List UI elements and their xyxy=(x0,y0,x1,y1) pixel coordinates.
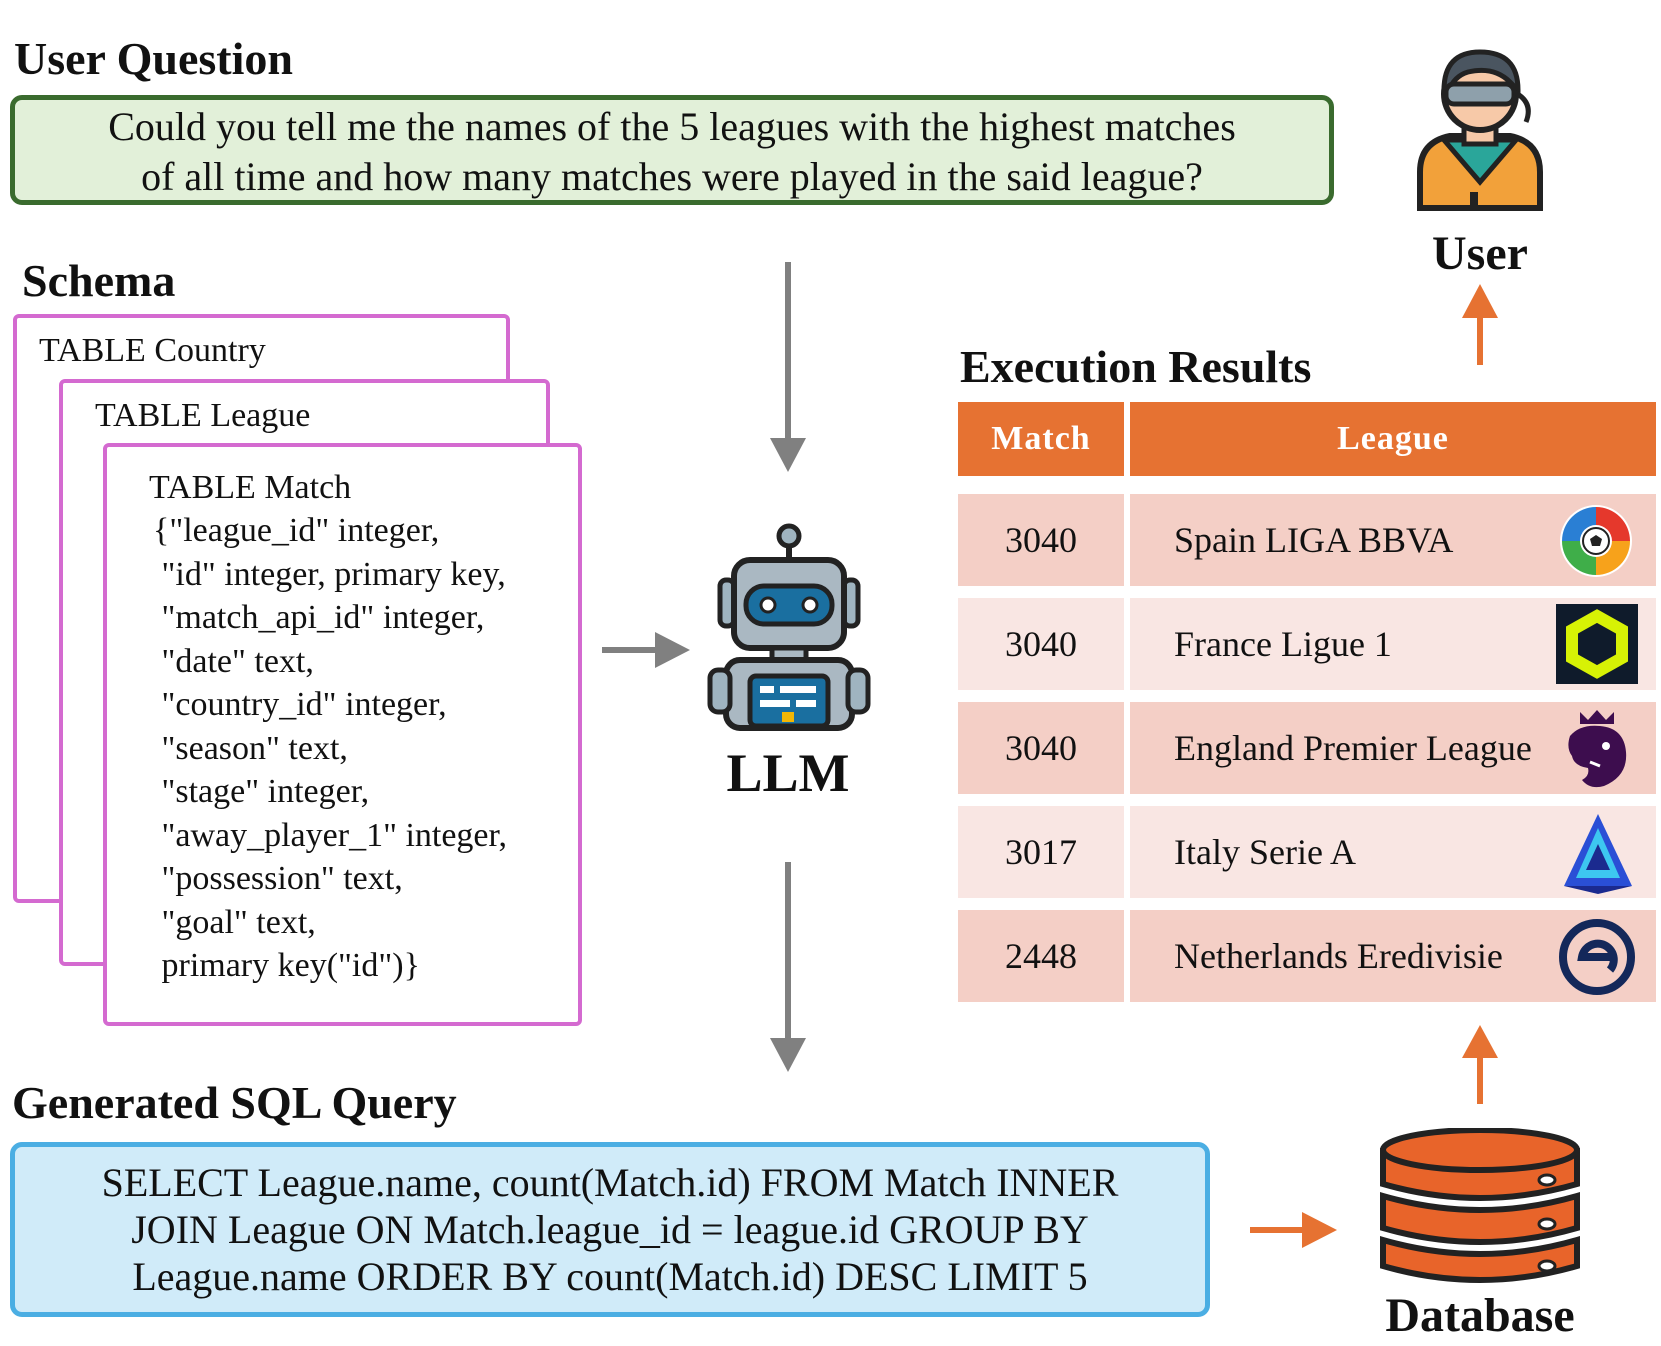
schema-line: {"league_id" integer, xyxy=(153,512,440,549)
cell-league: Netherlands Eredivisie xyxy=(1174,936,1503,976)
table-row: France Ligue 1 xyxy=(1130,598,1656,690)
eredivisie-logo-icon xyxy=(1559,919,1635,995)
generated-sql-box: SELECT League.name, count(Match.id) FROM… xyxy=(10,1142,1210,1317)
llm-label: LLM xyxy=(726,743,850,803)
schema-match-columns: {"league_id" integer, "id" integer, prim… xyxy=(153,509,507,988)
schema-line: "away_player_1" integer, xyxy=(153,816,507,854)
arrow-schema-to-llm xyxy=(602,632,690,668)
user-label: User xyxy=(1432,227,1528,280)
schema-table-match-title: TABLE Match xyxy=(149,469,352,506)
database-label: Database xyxy=(1385,1289,1575,1342)
table-row: England Premier League xyxy=(1130,702,1656,794)
cell-match: 3040 xyxy=(958,494,1124,586)
arrow-database-to-results xyxy=(1462,1025,1498,1104)
arrow-results-to-user xyxy=(1462,284,1498,365)
question-line-1: Could you tell me the names of the 5 lea… xyxy=(108,104,1236,149)
schema-line: "country_id" integer, xyxy=(153,686,447,723)
schema-line: "season" text, xyxy=(153,729,348,767)
cell-league: England Premier League xyxy=(1174,728,1532,768)
user-question-box: Could you tell me the names of the 5 lea… xyxy=(10,95,1334,205)
generated-sql-heading: Generated SQL Query xyxy=(12,1077,457,1128)
schema-line: "possession" text, xyxy=(153,860,403,897)
schema-line: "id" integer, primary key, xyxy=(153,555,506,593)
cell-league: Italy Serie A xyxy=(1174,832,1356,872)
schema-line: "stage" integer, xyxy=(153,773,370,810)
user-question-heading: User Question xyxy=(14,33,293,84)
question-line-2: of all time and how many matches were pl… xyxy=(141,154,1203,199)
cell-match: 3040 xyxy=(958,702,1124,794)
user-icon xyxy=(1417,49,1543,211)
schema-line: "match_api_id" integer, xyxy=(153,599,485,636)
schema-line: "goal" text, xyxy=(153,903,316,941)
column-header-match: Match xyxy=(958,402,1124,476)
serie-a-logo-icon xyxy=(1564,814,1632,894)
table-row: Netherlands Eredivisie xyxy=(1130,910,1656,1002)
arrow-question-to-llm xyxy=(770,262,806,472)
schema-heading: Schema xyxy=(22,255,176,306)
premier-league-logo-icon xyxy=(1568,710,1627,788)
sql-line-3: League.name ORDER BY count(Match.id) DES… xyxy=(132,1254,1088,1299)
cell-match: 3017 xyxy=(958,806,1124,898)
schema-table-league-title: TABLE League xyxy=(95,397,311,434)
laliga-logo-icon xyxy=(1560,505,1632,577)
cell-match: 2448 xyxy=(958,910,1124,1002)
schema-line: primary key("id")} xyxy=(153,947,420,984)
schema-table-country-title: TABLE Country xyxy=(39,332,266,369)
table-row: Spain LIGA BBVA xyxy=(1130,494,1656,586)
results-table: Match League 3040 Spain LIGA BBVA 3040 F… xyxy=(958,402,1656,1002)
database-icon xyxy=(1380,1128,1580,1283)
schema-card-match: TABLE Match {"league_id" integer, "id" i… xyxy=(103,443,582,1026)
execution-results-heading: Execution Results xyxy=(960,341,1312,392)
cell-match: 3040 xyxy=(958,598,1124,690)
schema-line: "date" text, xyxy=(153,642,314,680)
ligue1-logo-icon xyxy=(1556,604,1638,684)
arrow-sql-to-database xyxy=(1250,1212,1337,1248)
sql-line-2: JOIN League ON Match.league_id = league.… xyxy=(131,1207,1089,1252)
robot-icon xyxy=(707,523,871,731)
cell-league: Spain LIGA BBVA xyxy=(1174,520,1454,560)
table-row: Italy Serie A xyxy=(1130,806,1656,898)
cell-league: France Ligue 1 xyxy=(1174,624,1392,664)
sql-line-1: SELECT League.name, count(Match.id) FROM… xyxy=(101,1160,1119,1205)
column-header-league: League xyxy=(1130,402,1656,476)
arrow-llm-to-sql xyxy=(770,862,806,1072)
